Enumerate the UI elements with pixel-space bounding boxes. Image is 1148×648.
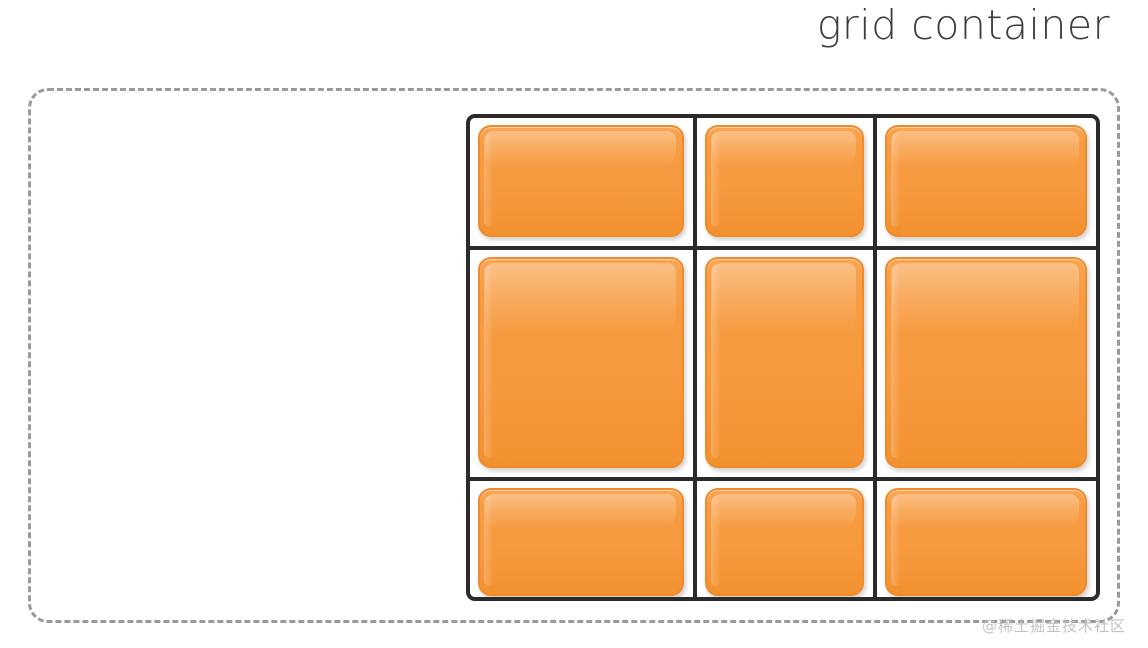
watermark: @稀土掘金技术社区 (981, 617, 1126, 635)
grid-item-7[interactable] (478, 488, 684, 596)
grid-item-9[interactable] (885, 488, 1087, 596)
grid-item-3[interactable] (885, 125, 1087, 237)
grid-cell-r1c3[interactable] (877, 118, 1096, 250)
grid-item-2[interactable] (705, 125, 864, 237)
grid-item-4[interactable] (478, 257, 684, 468)
page-title: grid container (816, 1, 1110, 49)
grid-cell-r3c1[interactable] (470, 481, 697, 597)
grid-cell-r1c2[interactable] (697, 118, 877, 250)
grid-item-6[interactable] (885, 257, 1087, 468)
grid-cell-r2c1[interactable] (470, 250, 697, 481)
grid-cell-r3c3[interactable] (877, 481, 1096, 597)
grid-cell-r2c3[interactable] (877, 250, 1096, 481)
grid (466, 114, 1100, 601)
grid-item-5[interactable] (705, 257, 864, 468)
grid-item-8[interactable] (705, 488, 864, 596)
grid-cell-r3c2[interactable] (697, 481, 877, 597)
grid-item-1[interactable] (478, 125, 684, 237)
grid-container-dashed-box (28, 88, 1120, 623)
grid-cell-r2c2[interactable] (697, 250, 877, 481)
grid-cell-r1c1[interactable] (470, 118, 697, 250)
